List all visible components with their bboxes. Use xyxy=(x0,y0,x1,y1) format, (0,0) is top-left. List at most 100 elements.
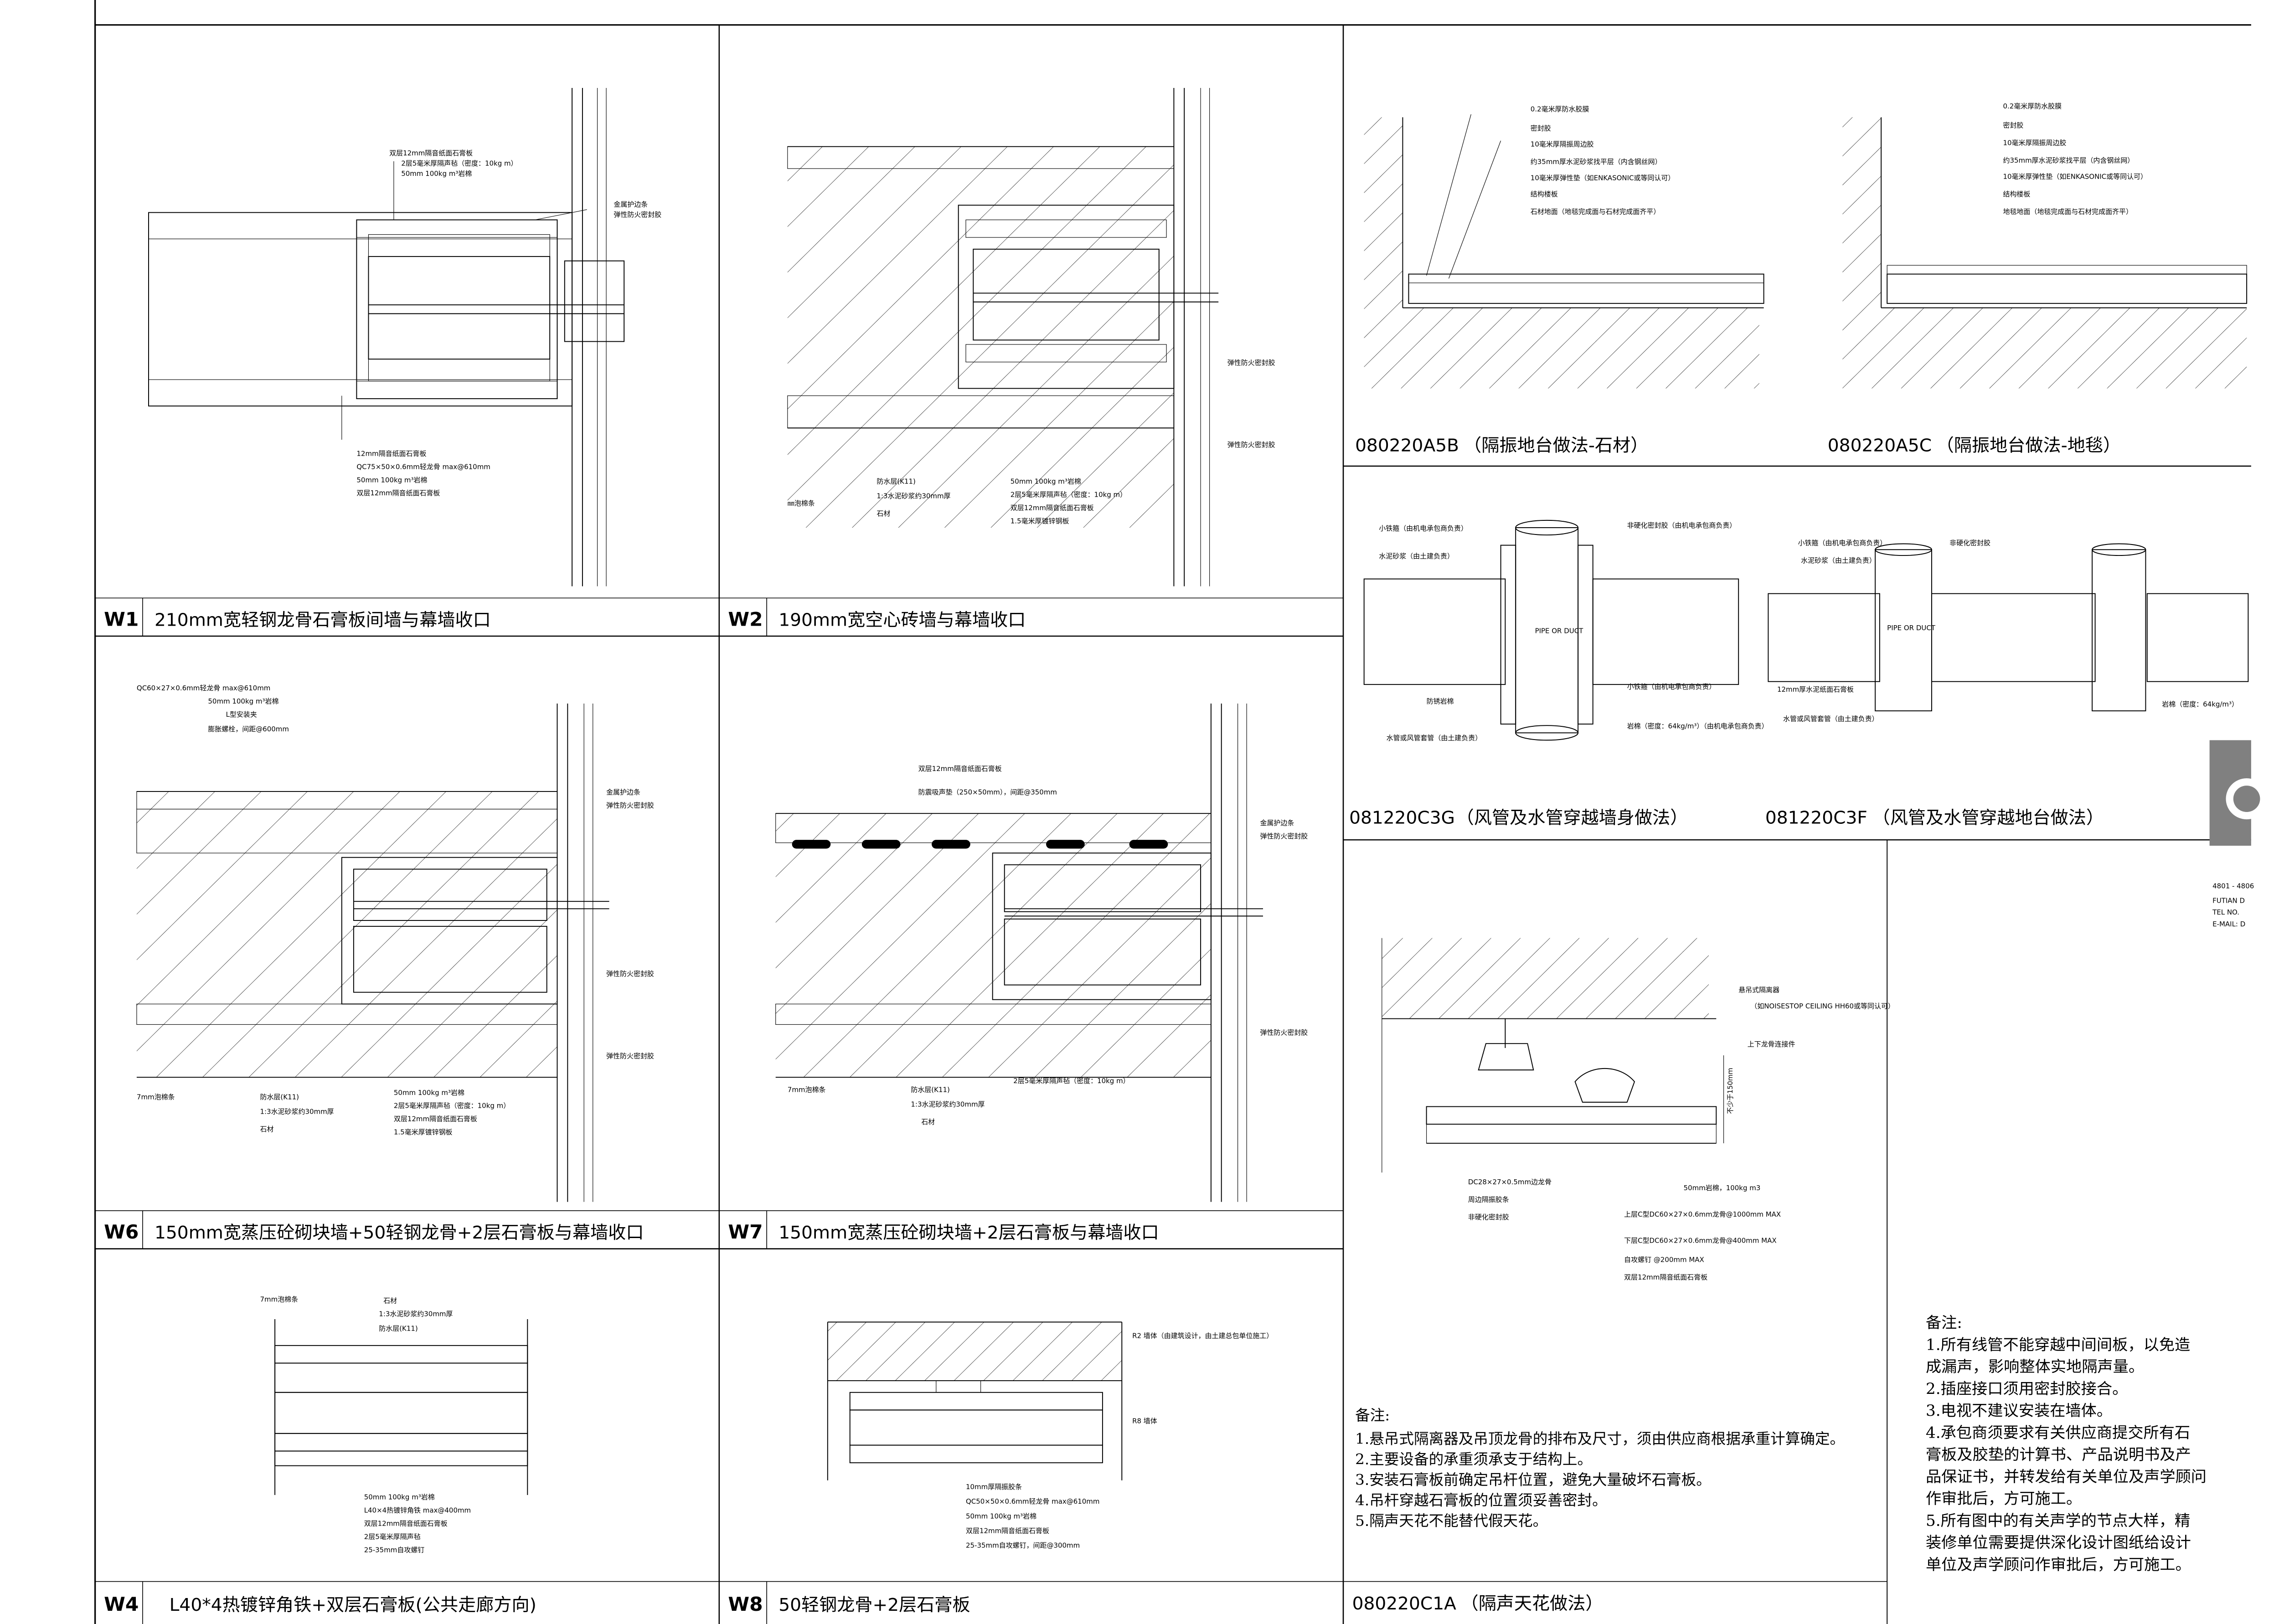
w1-label: 2层5毫米厚隔声毡（密度：10kg m） xyxy=(401,159,517,168)
w4-label: 2层5毫米厚隔声毡 xyxy=(364,1533,421,1541)
w1-label: 50mm 100kg m³岩棉 xyxy=(356,476,427,484)
general-note-line: 3.电视不建议安装在墙体。 xyxy=(1926,1402,2112,1420)
w6-label: 50mm 100kg m³岩棉 xyxy=(208,697,278,705)
detail-c1a xyxy=(1382,938,1724,1173)
w1-code: W1 xyxy=(104,608,139,631)
w4-label: 25-35mm自攻螺钉 xyxy=(364,1546,425,1554)
general-note-line: 单位及声学顾问作审批后，方可施工。 xyxy=(1926,1556,2191,1574)
c1a-label: 50mm岩棉，100kg m3 xyxy=(1684,1184,1761,1192)
title-block-line: TEL NO. xyxy=(2212,908,2239,916)
c1a-note-line: 1.悬吊式隔离器及吊顶龙骨的排布及尺寸，须由供应商根据承重计算确定。 xyxy=(1355,1430,1845,1448)
c1a-label: 上层C型DC60×27×0.6mm龙骨@1000mm MAX xyxy=(1624,1210,1781,1218)
c3g-label: 非硬化密封胶（由机电承包商负责） xyxy=(1627,521,1737,529)
title-block xyxy=(2209,740,2268,846)
w1-label: 弹性防火密封胶 xyxy=(614,211,661,219)
c1a-label: 悬吊式隔离器 xyxy=(1738,986,1779,994)
w6-label: 金属护边条 xyxy=(606,788,640,796)
w2-label: 弹性防火密封胶 xyxy=(1227,359,1275,367)
w8-label: QC50×50×0.6mm轻龙骨 max@610mm xyxy=(966,1497,1099,1506)
c3g-pipe-text: PIPE OR DUCT xyxy=(1535,627,1584,635)
a5c-label: 0.2毫米厚防水胶膜 xyxy=(2003,102,2062,110)
w6-label: 50mm 100kg m³岩棉 xyxy=(394,1089,464,1097)
w8-label: R8 墙体 xyxy=(1132,1417,1157,1425)
w6-label: 石材 xyxy=(260,1125,274,1133)
w4-label: 50mm 100kg m³岩棉 xyxy=(364,1493,435,1501)
w4-code: W4 xyxy=(104,1593,139,1615)
w6-label: 弹性防火密封胶 xyxy=(606,1052,654,1060)
c1a-label: 自攻螺钉 @200mm MAX xyxy=(1624,1256,1704,1264)
a5b-label: 0.2毫米厚防水胶膜 xyxy=(1531,105,1589,113)
detail-w1 xyxy=(148,87,625,586)
c3f-label: 小铁箍（由机电承包商负责） xyxy=(1798,539,1887,547)
w7-label: 防水层(K11) xyxy=(911,1085,949,1094)
w8-code: W8 xyxy=(728,1593,763,1615)
c1a-note-line: 3.安装石膏板前确定吊杆位置，避免大量破坏石膏板。 xyxy=(1355,1471,1711,1489)
w6-label: 1:3水泥砂浆约30mm厚 xyxy=(260,1108,334,1116)
c1a-notes-heading: 备注: xyxy=(1355,1407,1390,1424)
w4-title: L40*4热镀锌角铁+双层石膏板(公共走廊方向) xyxy=(170,1595,536,1615)
c1a-code: 080220C1A xyxy=(1352,1593,1457,1614)
c1a-label: （如NOISESTOP CEILING HH60或等同认可） xyxy=(1750,1002,1895,1010)
w6-label: 膨胀螺栓，间距@600mm xyxy=(208,725,289,733)
title-block-line: 4801 - 4806 xyxy=(2212,882,2254,890)
c1a-label: 双层12mm隔音纸面石膏板 xyxy=(1624,1273,1707,1281)
w8-title: 50轻钢龙骨+2层石膏板 xyxy=(779,1595,970,1615)
w6-code: W6 xyxy=(104,1221,139,1243)
a5c-label: 10毫米厚弹性垫（如ENKASONIC或等同认可） xyxy=(2003,173,2147,181)
c3g-code: 081220C3G xyxy=(1349,808,1455,828)
w7-label: 金属护边条 xyxy=(1260,819,1294,827)
w2-label: 防水层(K11) xyxy=(877,478,915,486)
w2-label: 2层5毫米厚隔声毡（密度：10kg m） xyxy=(1011,491,1127,499)
a5b-label: 石材地面（地毯完成面与石材完成面齐平） xyxy=(1531,208,1660,216)
w4-label: L40×4热镀锌角铁 max@400mm xyxy=(364,1506,471,1515)
a5c-title: （隔振地台做法-地毯） xyxy=(1936,436,2121,456)
w8-label: 50mm 100kg m³岩棉 xyxy=(966,1512,1036,1520)
a5c-label: 10毫米厚隔振周边胶 xyxy=(2003,139,2066,147)
c3g-label: 水泥砂浆（由土建负责） xyxy=(1379,552,1454,560)
w7-label: 弹性防火密封胶 xyxy=(1260,1028,1308,1037)
w8-label: R2 墙体（由建筑设计，由土建总包单位施工） xyxy=(1132,1332,1273,1340)
w7-label: 弹性防火密封胶 xyxy=(1260,832,1308,840)
c1a-label: 上下龙骨连接件 xyxy=(1748,1040,1795,1048)
c3f-pipe-text: PIPE OR DUCT xyxy=(1887,624,1936,632)
a5b-label: 约35mm厚水泥砂浆找平层（内含钢丝网） xyxy=(1531,158,1662,166)
general-note-line: 成漏声，影响整体实地隔声量。 xyxy=(1926,1358,2144,1376)
c3f-label: 水管或风管套管（由土建负责） xyxy=(1783,715,1879,723)
detail-c3g xyxy=(1363,519,1739,741)
c1a-label: DC28×27×0.5mm边龙骨 xyxy=(1468,1178,1552,1186)
c3f-label: 非硬化密封胶 xyxy=(1949,539,1990,547)
w2-label: 50mm 100kg m³岩棉 xyxy=(1011,478,1081,486)
w1-label: 12mm隔音纸面石膏板 xyxy=(356,449,426,457)
title-block-line: E-MAIL: D xyxy=(2212,920,2245,928)
c1a-label: 周边隔振胶条 xyxy=(1468,1196,1509,1204)
c3f-code: 081220C3F xyxy=(1765,808,1867,828)
a5c-label: 密封胶 xyxy=(2003,121,2023,129)
w4-label: 1:3水泥砂浆约30mm厚 xyxy=(379,1310,453,1318)
a5b-label: 10毫米厚弹性垫（如ENKASONIC或等同认可） xyxy=(1531,174,1675,182)
detail-a5b xyxy=(1364,114,1764,389)
w6-label: 防水层(K11) xyxy=(260,1093,299,1101)
w6-label: L型安装夹 xyxy=(226,710,257,719)
c1a-label: 不少于150mm xyxy=(1726,1068,1734,1114)
general-note-line: 装修单位需要提供深化设计图纸给设计 xyxy=(1926,1534,2191,1552)
w6-label: 7mm泡棉条 xyxy=(137,1093,175,1101)
w2-code: W2 xyxy=(728,608,763,631)
w7-label: 2层5毫米厚隔声毡（密度：10kg m） xyxy=(1013,1077,1129,1085)
w4-label: 石材 xyxy=(383,1297,397,1305)
w6-label: 弹性防火密封胶 xyxy=(606,970,654,978)
detail-w4 xyxy=(274,1319,528,1495)
general-note-line: 2.插座接口须用密封胶接合。 xyxy=(1926,1380,2128,1398)
w2-label: 1:3水泥砂浆约30mm厚 xyxy=(877,492,950,500)
sheet-frame xyxy=(94,0,2251,1624)
general-note-line: 1.所有线管不能穿越中间间板，以免造 xyxy=(1926,1336,2190,1354)
w7-label: 1:3水泥砂浆约30mm厚 xyxy=(911,1100,985,1109)
w6-label: 2层5毫米厚隔声毡（密度：10kg m） xyxy=(394,1102,510,1110)
general-note-line: 作审批后，方可施工。 xyxy=(1926,1490,2082,1508)
a5c-label: 约35mm厚水泥砂浆找平层（内含钢丝网） xyxy=(2003,156,2134,164)
a5c-code: 080220A5C xyxy=(1828,436,1932,456)
a5b-code: 080220A5B xyxy=(1355,436,1459,456)
w7-label: 石材 xyxy=(921,1118,935,1126)
detail-w2 xyxy=(787,87,1219,586)
detail-c3f xyxy=(1768,543,2249,712)
w6-label: 1.5毫米厚镀锌钢板 xyxy=(394,1128,453,1136)
